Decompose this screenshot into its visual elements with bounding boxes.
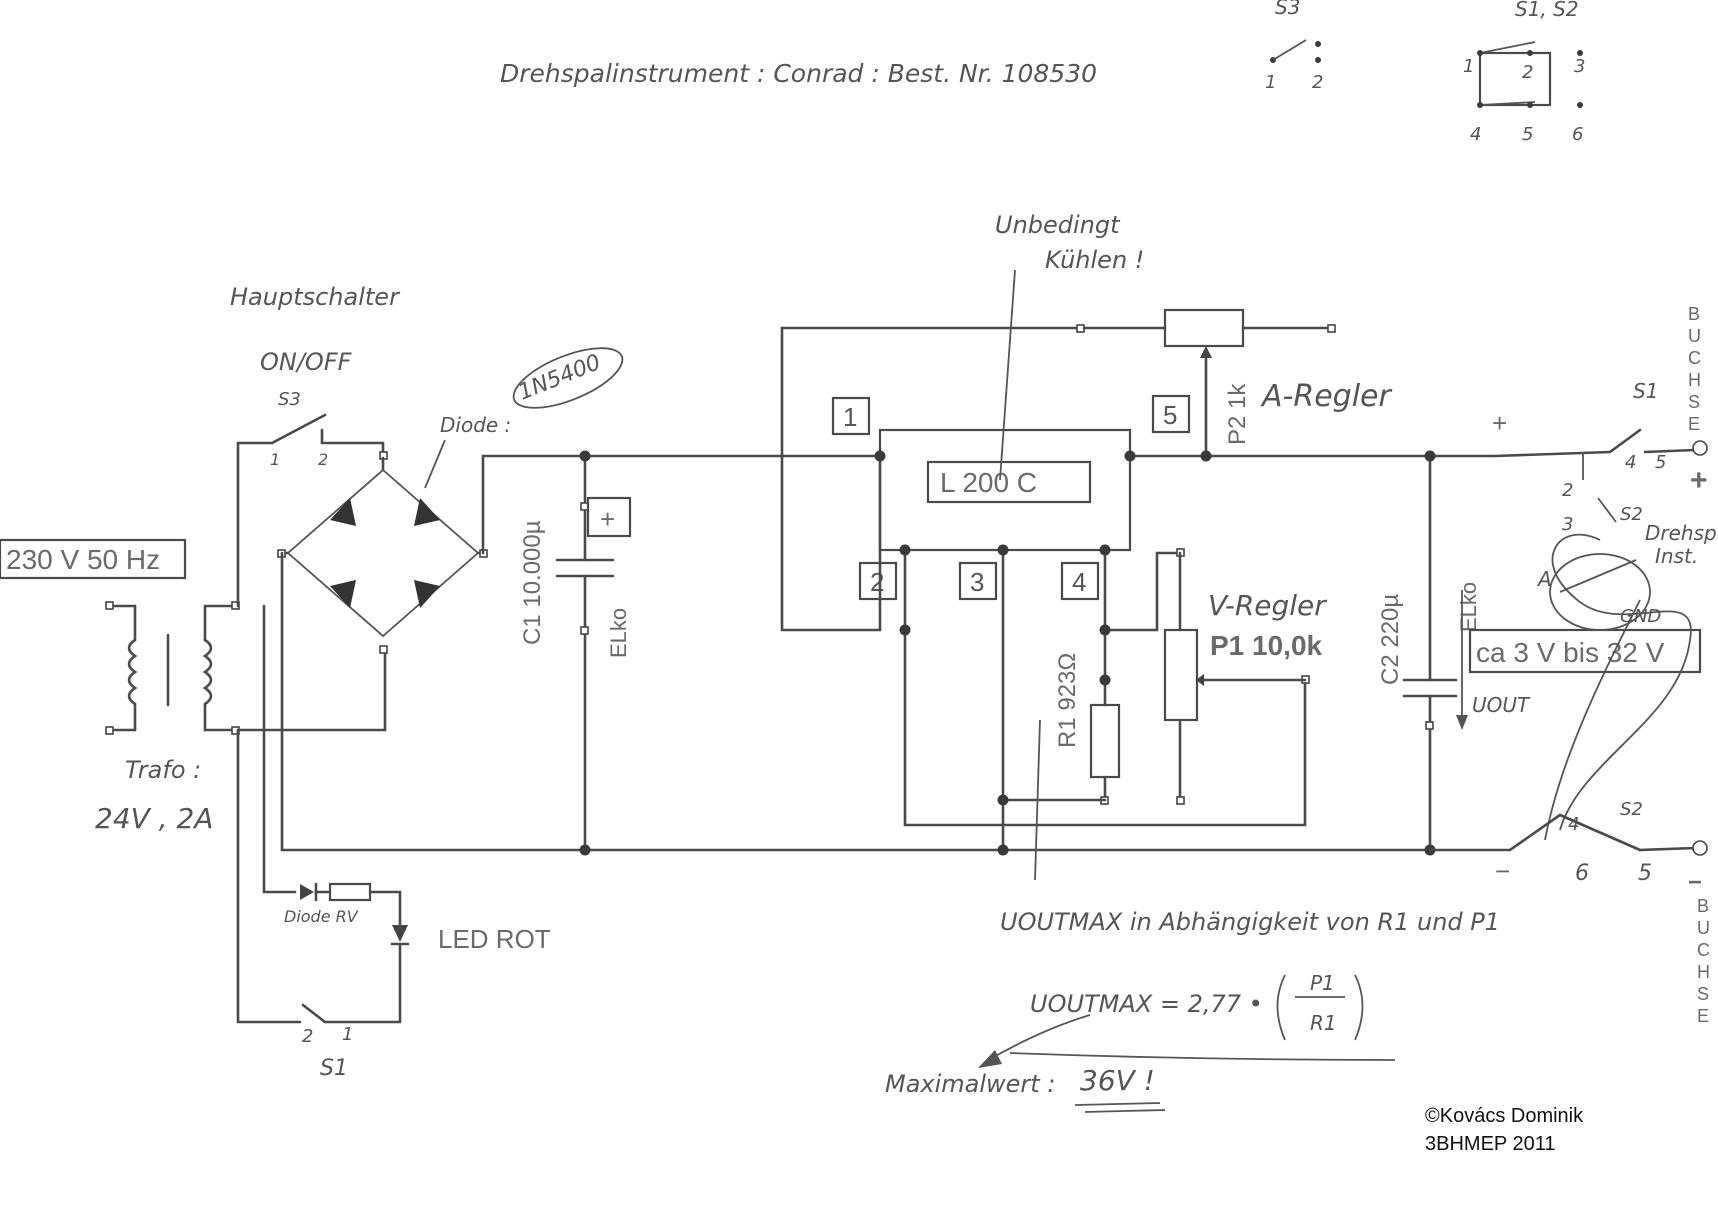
c2-type: ELko [1456, 582, 1481, 632]
pin2-box [858, 561, 898, 601]
sw-bot-pin4: 4 [1568, 814, 1579, 835]
led-symbol [392, 925, 408, 942]
s1-label: S1 [1633, 379, 1658, 403]
note-dependency: UOUTMAX in Abhängigkeit von R1 und P1 [1000, 908, 1500, 936]
legend-pin4: 4 [1470, 124, 1481, 145]
s2-bottom-label: S2 [1620, 799, 1643, 820]
maxwert-value: 36V ! [1080, 1064, 1155, 1097]
s1-bottom-pin2: 2 [302, 1026, 313, 1047]
bridge-rectifier [277, 456, 488, 638]
diode-rv-label: Diode RV [284, 907, 359, 926]
range-label: ca 3 V bis 32 V [1476, 637, 1665, 668]
mains-label-box [0, 538, 187, 580]
r1-label: R1 923Ω [1054, 653, 1081, 748]
legend-pin3: 3 [1574, 56, 1585, 77]
uout-label: UOUT [1472, 693, 1531, 717]
legend-s3: S3 1 2 [1265, 0, 1323, 93]
diode-label: Diode : [440, 413, 511, 437]
trafo-title: Trafo : [125, 756, 201, 784]
on-off-label: ON/OFF [260, 348, 353, 376]
pin3-label: 3 [970, 567, 984, 597]
pin4-box [1060, 561, 1100, 601]
c2-label: C2 220µ [1377, 594, 1404, 685]
pin1-label: 1 [843, 402, 857, 432]
sw-bot-pin5: 5 [1638, 861, 1652, 886]
header-title: Drehspalinstrument : Conrad : Best. Nr. … [500, 59, 1097, 88]
sw-top-pin5: 5 [1655, 452, 1666, 473]
c1-type: ELko [606, 608, 631, 658]
legend-s1s2-label: S1, S2 [1515, 0, 1579, 21]
trafo-rating: 24V , 2A [95, 802, 213, 835]
p1-label: P1 10,0k [1210, 630, 1323, 661]
transformer [105, 601, 240, 735]
main-switch-s3 [236, 413, 385, 445]
legend-s3-pin1: 1 [1265, 72, 1276, 93]
diode-part-circle [512, 347, 624, 409]
p1-potentiometer [1163, 628, 1199, 722]
pin2-label: 2 [870, 567, 884, 597]
maxwert-label: Maximalwert : [885, 1070, 1055, 1098]
minus-sign: − [1495, 856, 1510, 886]
s1-bottom-label: S1 [320, 1056, 348, 1081]
meter-a-label: A [1536, 567, 1552, 591]
mains-label: 230 V 50 Hz [6, 544, 160, 575]
sw-top-pin2: 2 [1562, 480, 1573, 501]
pin5-box [1151, 394, 1191, 434]
l200c-label-box [926, 460, 1092, 504]
sw-bot-pin6: 6 [1575, 861, 1589, 886]
led-label: LED ROT [438, 924, 551, 954]
meter-body [1549, 553, 1651, 631]
pin4-label: 4 [1072, 567, 1086, 597]
a-regler-label: A-Regler [1260, 379, 1392, 414]
formula-lhs: UOUTMAX = 2,77 • [1030, 990, 1263, 1018]
plus-sign: + [1492, 408, 1507, 438]
s3-pin1: 1 [270, 450, 280, 469]
cooling-line1: Unbedingt [995, 211, 1121, 239]
c1-plus-sign: + [600, 504, 615, 534]
cooling-line2: Kühlen ! [1045, 246, 1144, 274]
pin5-label: 5 [1163, 400, 1177, 430]
credit-author: ©Kovács Dominik [1425, 1105, 1584, 1127]
socket-minus: − [1688, 869, 1702, 896]
legend-s3-pin2: 2 [1312, 72, 1323, 93]
formula-numerator: P1 [1310, 971, 1335, 995]
range-box [1468, 628, 1702, 674]
meter-label-line1: Drehsp. [1645, 521, 1718, 545]
socket-plus: + [1690, 464, 1708, 497]
sw-top-pin4: 4 [1625, 452, 1636, 473]
s2-top-label: S2 [1620, 504, 1643, 525]
pin1-box [831, 396, 871, 436]
legend-pin1: 1 [1463, 56, 1474, 77]
p2-label: P2 1k [1224, 383, 1251, 445]
c1-plus-box [586, 496, 632, 538]
legend-s1s2: S1, S2 1 2 3 4 5 6 [1463, 0, 1585, 145]
credit-class-year: 3BHMEP 2011 [1425, 1133, 1555, 1155]
meter-label-line2: Inst. [1655, 544, 1698, 568]
s1-bottom-pin1: 1 [342, 1024, 353, 1045]
formula-denominator: R1 [1310, 1011, 1337, 1035]
legend-pin6: 6 [1572, 124, 1583, 145]
l200c-label: L 200 C [940, 467, 1037, 498]
legend-s3-label: S3 [1275, 0, 1300, 19]
meter-gnd-label: GND [1620, 606, 1661, 627]
v-regler-label: V-Regler [1208, 589, 1327, 622]
p2-resistor [1163, 308, 1245, 348]
s3-label: S3 [278, 389, 301, 410]
main-switch-label: Hauptschalter [230, 283, 401, 311]
c1-label: C1 10.000µ [519, 520, 546, 645]
pin3-box [958, 561, 998, 601]
r1-resistor [1089, 703, 1121, 779]
sw-top-pin3: 3 [1562, 514, 1573, 535]
s3-pin2: 2 [318, 450, 328, 469]
legend-pin5: 5 [1522, 124, 1533, 145]
legend-pin2: 2 [1522, 62, 1533, 83]
